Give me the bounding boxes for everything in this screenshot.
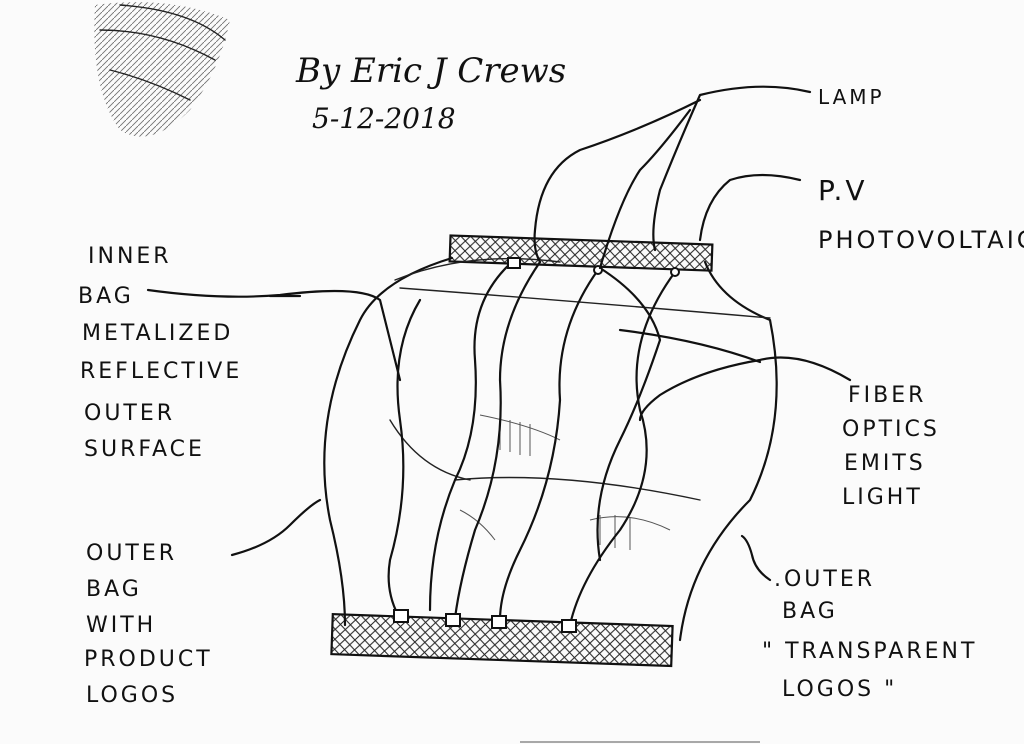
fiber-line-1: FIBER [848, 383, 926, 408]
inner-bag-line-2: BAG [78, 284, 134, 309]
inner-bag-line-6: SURFACE [84, 437, 205, 462]
outer-product-line-3: WITH [86, 613, 156, 638]
pv-label-line2: PHOTOVOLTAIC [818, 226, 1024, 254]
leader-lines [146, 85, 852, 582]
label-outer-bag-transparent: .OUTER BAG " TRANSPARENT LOGOS " [762, 567, 977, 702]
inner-bag-line-3: METALIZED [82, 321, 233, 346]
label-fiber-optics: FIBER OPTICS EMITS LIGHT [842, 383, 940, 510]
author-date: 5-12-2018 [312, 102, 456, 135]
scribble-smudge [94, 2, 231, 137]
inner-bag-line-4: REFLECTIVE [80, 359, 242, 384]
label-lamp: LAMP [818, 85, 885, 109]
outer-product-line-2: BAG [86, 577, 142, 602]
label-inner-bag: INNER BAG METALIZED REFLECTIVE OUTER SUR… [78, 244, 242, 462]
lamp-label: LAMP [818, 85, 885, 109]
fiber-line-3: EMITS [844, 451, 926, 476]
outer-transparent-line-4: LOGOS " [782, 677, 897, 702]
fiber-optic-strands [387, 260, 677, 627]
outer-transparent-line-1: .OUTER [774, 567, 875, 592]
outer-product-line-4: PRODUCT [84, 647, 213, 672]
fiber-line-2: OPTICS [842, 417, 940, 442]
outer-transparent-line-3: " TRANSPARENT [762, 639, 977, 664]
pv-label-line1: P.V [818, 174, 868, 207]
outer-transparent-line-2: BAG [782, 599, 838, 624]
label-outer-bag-product: OUTER BAG WITH PRODUCT LOGOS [84, 541, 213, 708]
emitters [393, 257, 680, 633]
outer-product-line-1: OUTER [86, 541, 177, 566]
outer-product-line-5: LOGOS [86, 683, 178, 708]
inner-bag-line-1: INNER [88, 244, 172, 269]
author-byline: By Eric J Crews [295, 51, 566, 91]
label-pv: P.V PHOTOVOLTAIC [818, 174, 1024, 254]
pv-panel [448, 234, 714, 272]
outer-bag-outline [323, 256, 778, 642]
inner-bag-line-5: OUTER [84, 401, 175, 426]
fiber-line-4: LIGHT [842, 485, 923, 510]
author-signature: By Eric J Crews 5-12-2018 [295, 51, 566, 135]
